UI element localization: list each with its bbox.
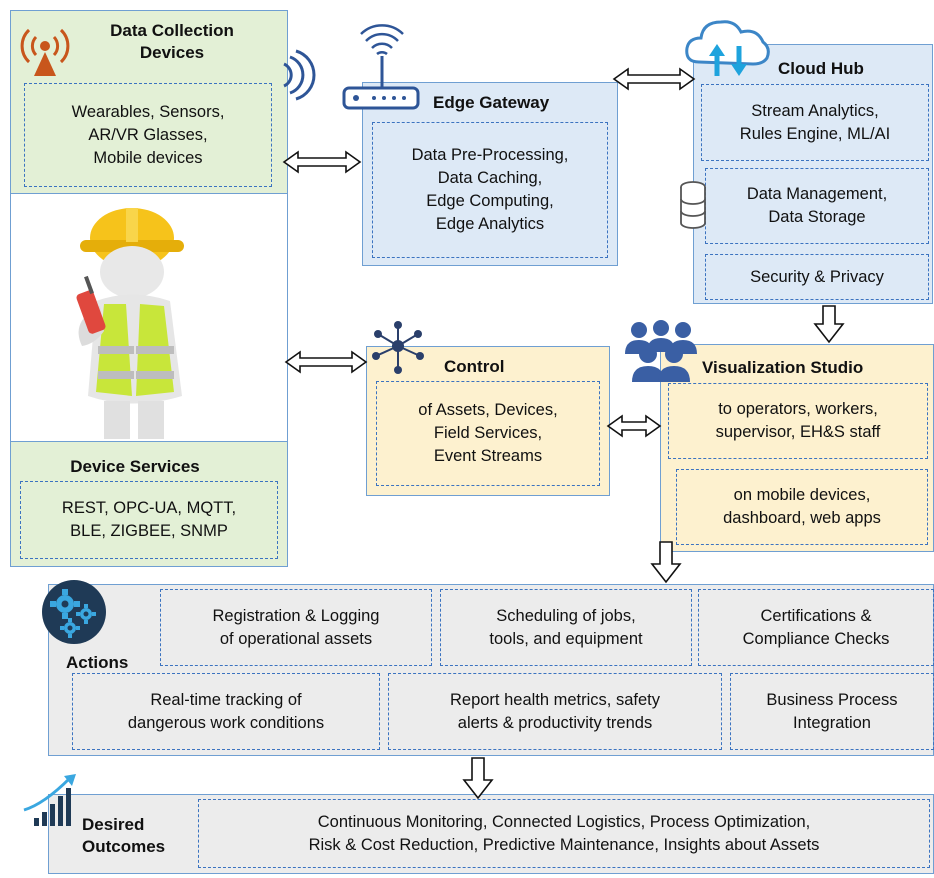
arrow-edge-cloud — [612, 67, 696, 91]
database-icon — [680, 181, 706, 229]
arrow-actions-outcomes — [462, 757, 494, 800]
growth-chart-icon — [23, 774, 76, 826]
action-item: Registration & Logging of operational as… — [160, 589, 432, 666]
outcomes-panel — [48, 794, 934, 874]
edge-gateway-title: Edge Gateway — [433, 93, 550, 112]
action-item: Report health metrics, safety alerts & p… — [388, 673, 722, 750]
visualization-channels: on mobile devices, dashboard, web apps — [676, 469, 928, 545]
control-title: Control — [444, 357, 505, 376]
cloud-hub-security: Security & Privacy — [705, 254, 929, 300]
action-item: Scheduling of jobs, tools, and equipment — [440, 589, 692, 666]
device-services-protocols: REST, OPC-UA, MQTT, BLE, ZIGBEE, SNMP — [20, 481, 278, 559]
arrow-control-visualization — [606, 414, 662, 438]
control-panel — [366, 346, 610, 496]
outcomes-text: Continuous Monitoring, Connected Logisti… — [198, 799, 930, 868]
wireless-signal-icon — [283, 49, 316, 101]
action-item: Business Process Integration — [730, 673, 934, 750]
outcomes-title: Desired Outcomes — [82, 815, 166, 856]
antenna-icon — [20, 28, 70, 76]
device-services-title: Device Services — [70, 457, 200, 476]
arrow-worker-control — [284, 350, 368, 374]
action-item: Certifications & Compliance Checks — [698, 589, 934, 666]
cloud-sync-icon — [685, 20, 770, 76]
gears-icon — [42, 580, 106, 644]
actions-title: Actions — [66, 653, 129, 672]
arrow-visualization-actions — [650, 541, 682, 584]
router-icon — [342, 24, 420, 110]
edge-gateway-functions: Data Pre-Processing, Data Caching, Edge … — [372, 122, 608, 258]
arrow-cloud-visualization — [813, 305, 845, 344]
action-item: Real-time tracking of dangerous work con… — [72, 673, 380, 750]
cloud-hub-title: Cloud Hub — [778, 59, 864, 78]
arrow-devices-edge — [282, 150, 362, 174]
people-group-icon — [625, 320, 697, 382]
worker-illustration — [76, 208, 184, 439]
device-services-panel — [10, 441, 288, 567]
network-icon — [372, 321, 424, 374]
data-collection-title: Data Collection Devices — [110, 21, 234, 62]
control-items: of Assets, Devices, Field Services, Even… — [376, 381, 600, 486]
edge-gateway-panel — [362, 82, 618, 266]
cloud-hub-analytics: Stream Analytics, Rules Engine, ML/AI — [701, 84, 929, 161]
visualization-panel — [660, 344, 934, 552]
visualization-audience: to operators, workers, supervisor, EH&S … — [668, 383, 928, 459]
data-collection-devices: Wearables, Sensors, AR/VR Glasses, Mobil… — [24, 83, 272, 187]
visualization-title: Visualization Studio — [702, 358, 864, 377]
cloud-hub-panel — [693, 44, 933, 304]
